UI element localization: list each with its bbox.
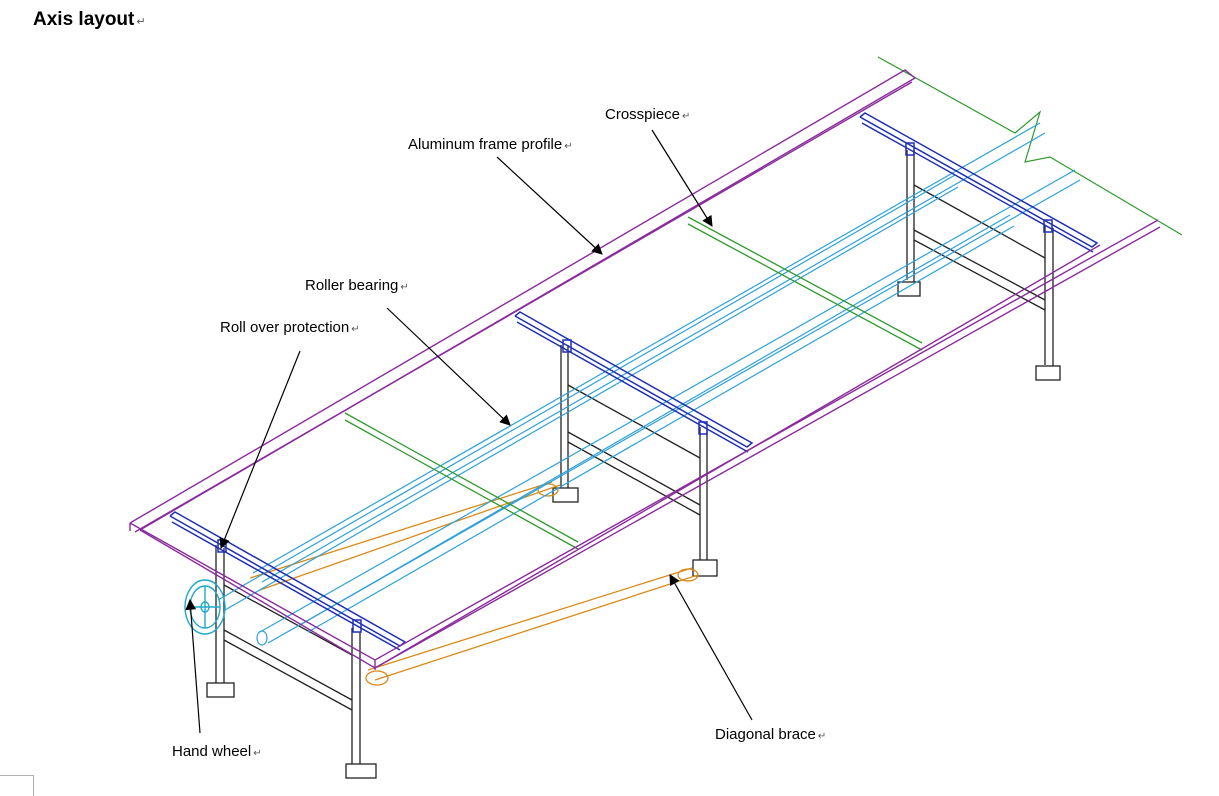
roll-over-protection-bars [169,112,1099,651]
label-roller-bearing-text: Roller bearing [305,277,399,294]
label-hand-wheel: Hand wheel↵ [172,743,262,760]
arrow-diagonal-brace [669,574,753,721]
paragraph-mark: ↵ [136,16,146,28]
diagram-title-text: Axis layout [33,9,135,30]
roller-bearings [217,122,1081,646]
arrow-aluminum-frame [496,156,603,255]
page-corner-mark [0,775,34,796]
label-aluminum-frame-profile: Aluminum frame profile↵ [408,136,573,153]
label-roll-over-protection-text: Roll over protection [220,319,350,336]
arrow-roll-over-protection [219,350,301,550]
paragraph-mark: ↵ [400,282,409,293]
paragraph-mark: ↵ [817,731,827,742]
label-roll-over-protection: Roll over protection↵ [220,319,360,336]
diagram-title: Axis layout↵ [33,9,146,31]
label-crosspiece-text: Crosspiece [605,106,681,123]
label-diagonal-brace-text: Diagonal brace [715,726,816,743]
label-diagonal-brace: Diagonal brace↵ [715,726,826,743]
leader-arrows [185,129,753,734]
arrow-crosspiece [651,129,713,227]
label-aluminum-frame-profile-text: Aluminum frame profile [408,136,563,153]
crosspieces [344,216,923,550]
legs-frames [206,150,1061,779]
paragraph-mark: ↵ [564,141,573,152]
label-crosspiece: Crosspiece↵ [605,106,690,123]
diagonal-braces [249,481,699,686]
break-line [877,56,1183,236]
label-hand-wheel-text: Hand wheel [172,743,252,760]
paragraph-mark: ↵ [253,748,262,759]
arrow-hand-wheel [185,598,201,734]
aluminum-frame [129,69,1161,670]
label-roller-bearing: Roller bearing↵ [305,277,409,294]
paragraph-mark: ↵ [682,111,691,122]
paragraph-mark: ↵ [351,324,360,335]
arrow-roller-bearing [386,307,511,426]
